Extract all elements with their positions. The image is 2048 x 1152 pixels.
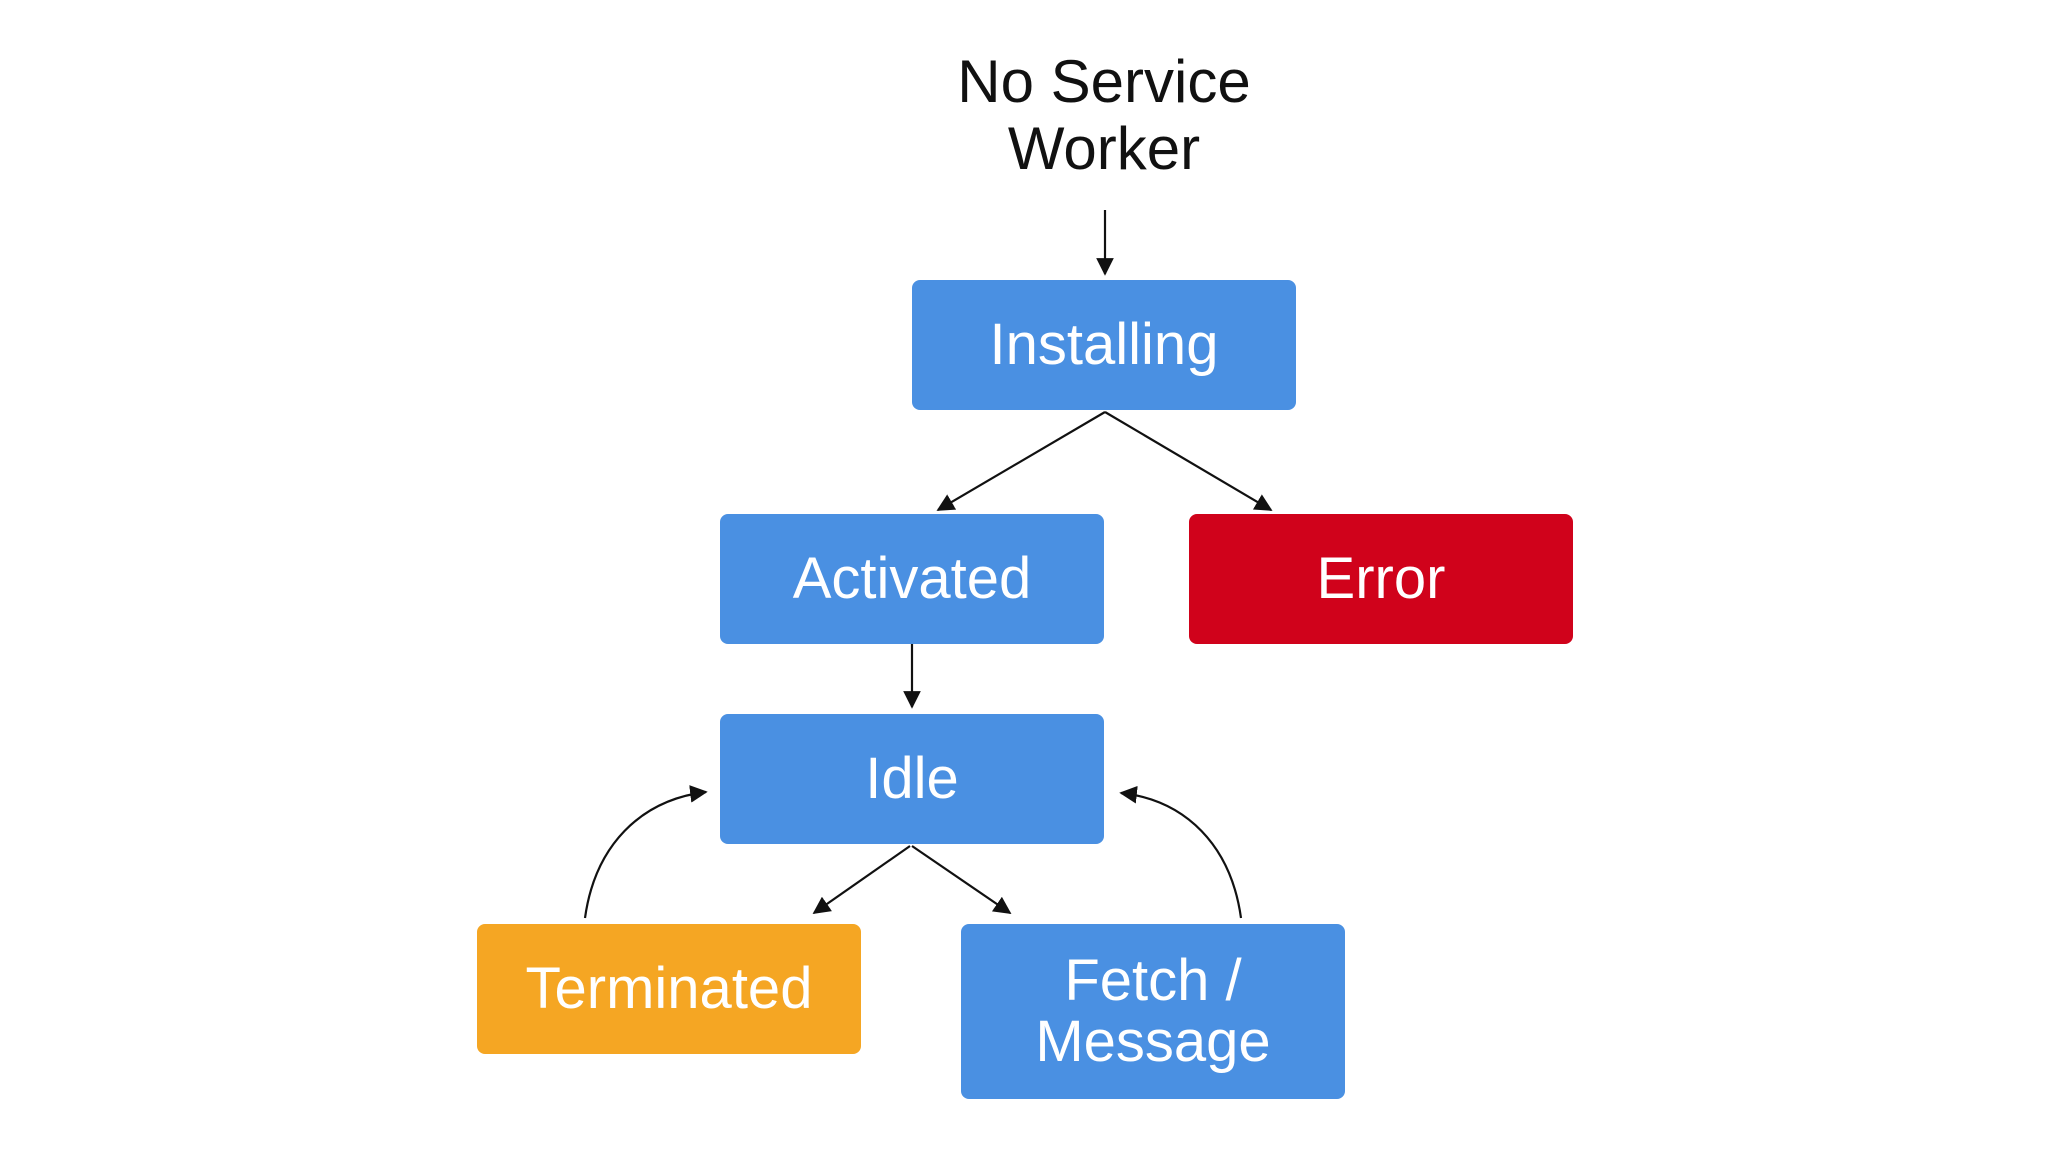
node-error: Error — [1189, 514, 1573, 644]
edge-idle-to-terminated — [812, 845, 911, 915]
edge-fetch-to-idle — [1119, 785, 1243, 919]
edge-installing-to-activated — [936, 411, 1106, 511]
node-installing: Installing — [912, 280, 1296, 410]
node-idle: Idle — [720, 714, 1104, 844]
node-activated: Activated — [720, 514, 1104, 644]
edge-installing-to-error — [1104, 411, 1273, 511]
edge-terminated-to-idle — [583, 785, 708, 919]
edge-idle-to-fetch — [911, 845, 1012, 914]
node-fetch-message: Fetch / Message — [961, 924, 1345, 1099]
node-terminated: Terminated — [477, 924, 861, 1054]
start-label-no-service-worker: No Service Worker — [957, 48, 1251, 183]
